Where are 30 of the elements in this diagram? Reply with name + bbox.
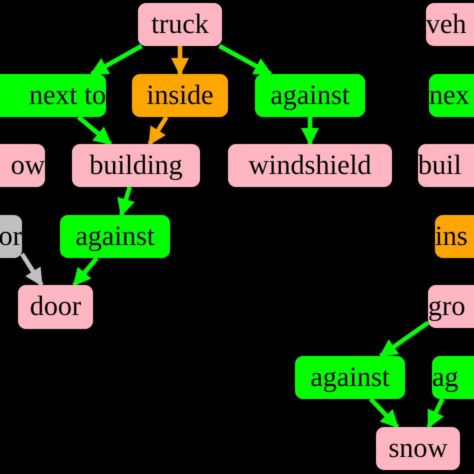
label-box: ow bbox=[0, 144, 45, 187]
label-box: truck bbox=[138, 3, 222, 46]
arrow bbox=[77, 115, 112, 146]
arrow bbox=[379, 320, 430, 358]
label-box: ag bbox=[432, 356, 474, 399]
label-box: ins bbox=[435, 215, 474, 258]
label-box: inside bbox=[132, 74, 228, 117]
arrow bbox=[218, 44, 272, 76]
label-box: against bbox=[255, 74, 365, 117]
label-box: building bbox=[72, 144, 200, 187]
arrow bbox=[90, 44, 143, 76]
arrow bbox=[72, 256, 99, 286]
arrow bbox=[171, 46, 189, 76]
label-box: against bbox=[60, 215, 170, 258]
label-box: or bbox=[0, 215, 22, 258]
arrow bbox=[368, 397, 400, 429]
arrow bbox=[117, 186, 135, 217]
label-box: against bbox=[295, 356, 405, 399]
arrow bbox=[148, 116, 168, 146]
label-box: gro bbox=[428, 285, 474, 328]
label-box: nex bbox=[429, 74, 474, 117]
arrow bbox=[426, 398, 444, 429]
label-box: veh bbox=[426, 3, 474, 46]
label-box: next to bbox=[0, 74, 106, 117]
label-box: buil bbox=[418, 144, 474, 187]
label-box: snow bbox=[376, 427, 460, 470]
label-box: windshield bbox=[228, 144, 392, 187]
arrow bbox=[20, 252, 44, 287]
label-box: door bbox=[18, 285, 93, 329]
arrow bbox=[301, 117, 319, 146]
